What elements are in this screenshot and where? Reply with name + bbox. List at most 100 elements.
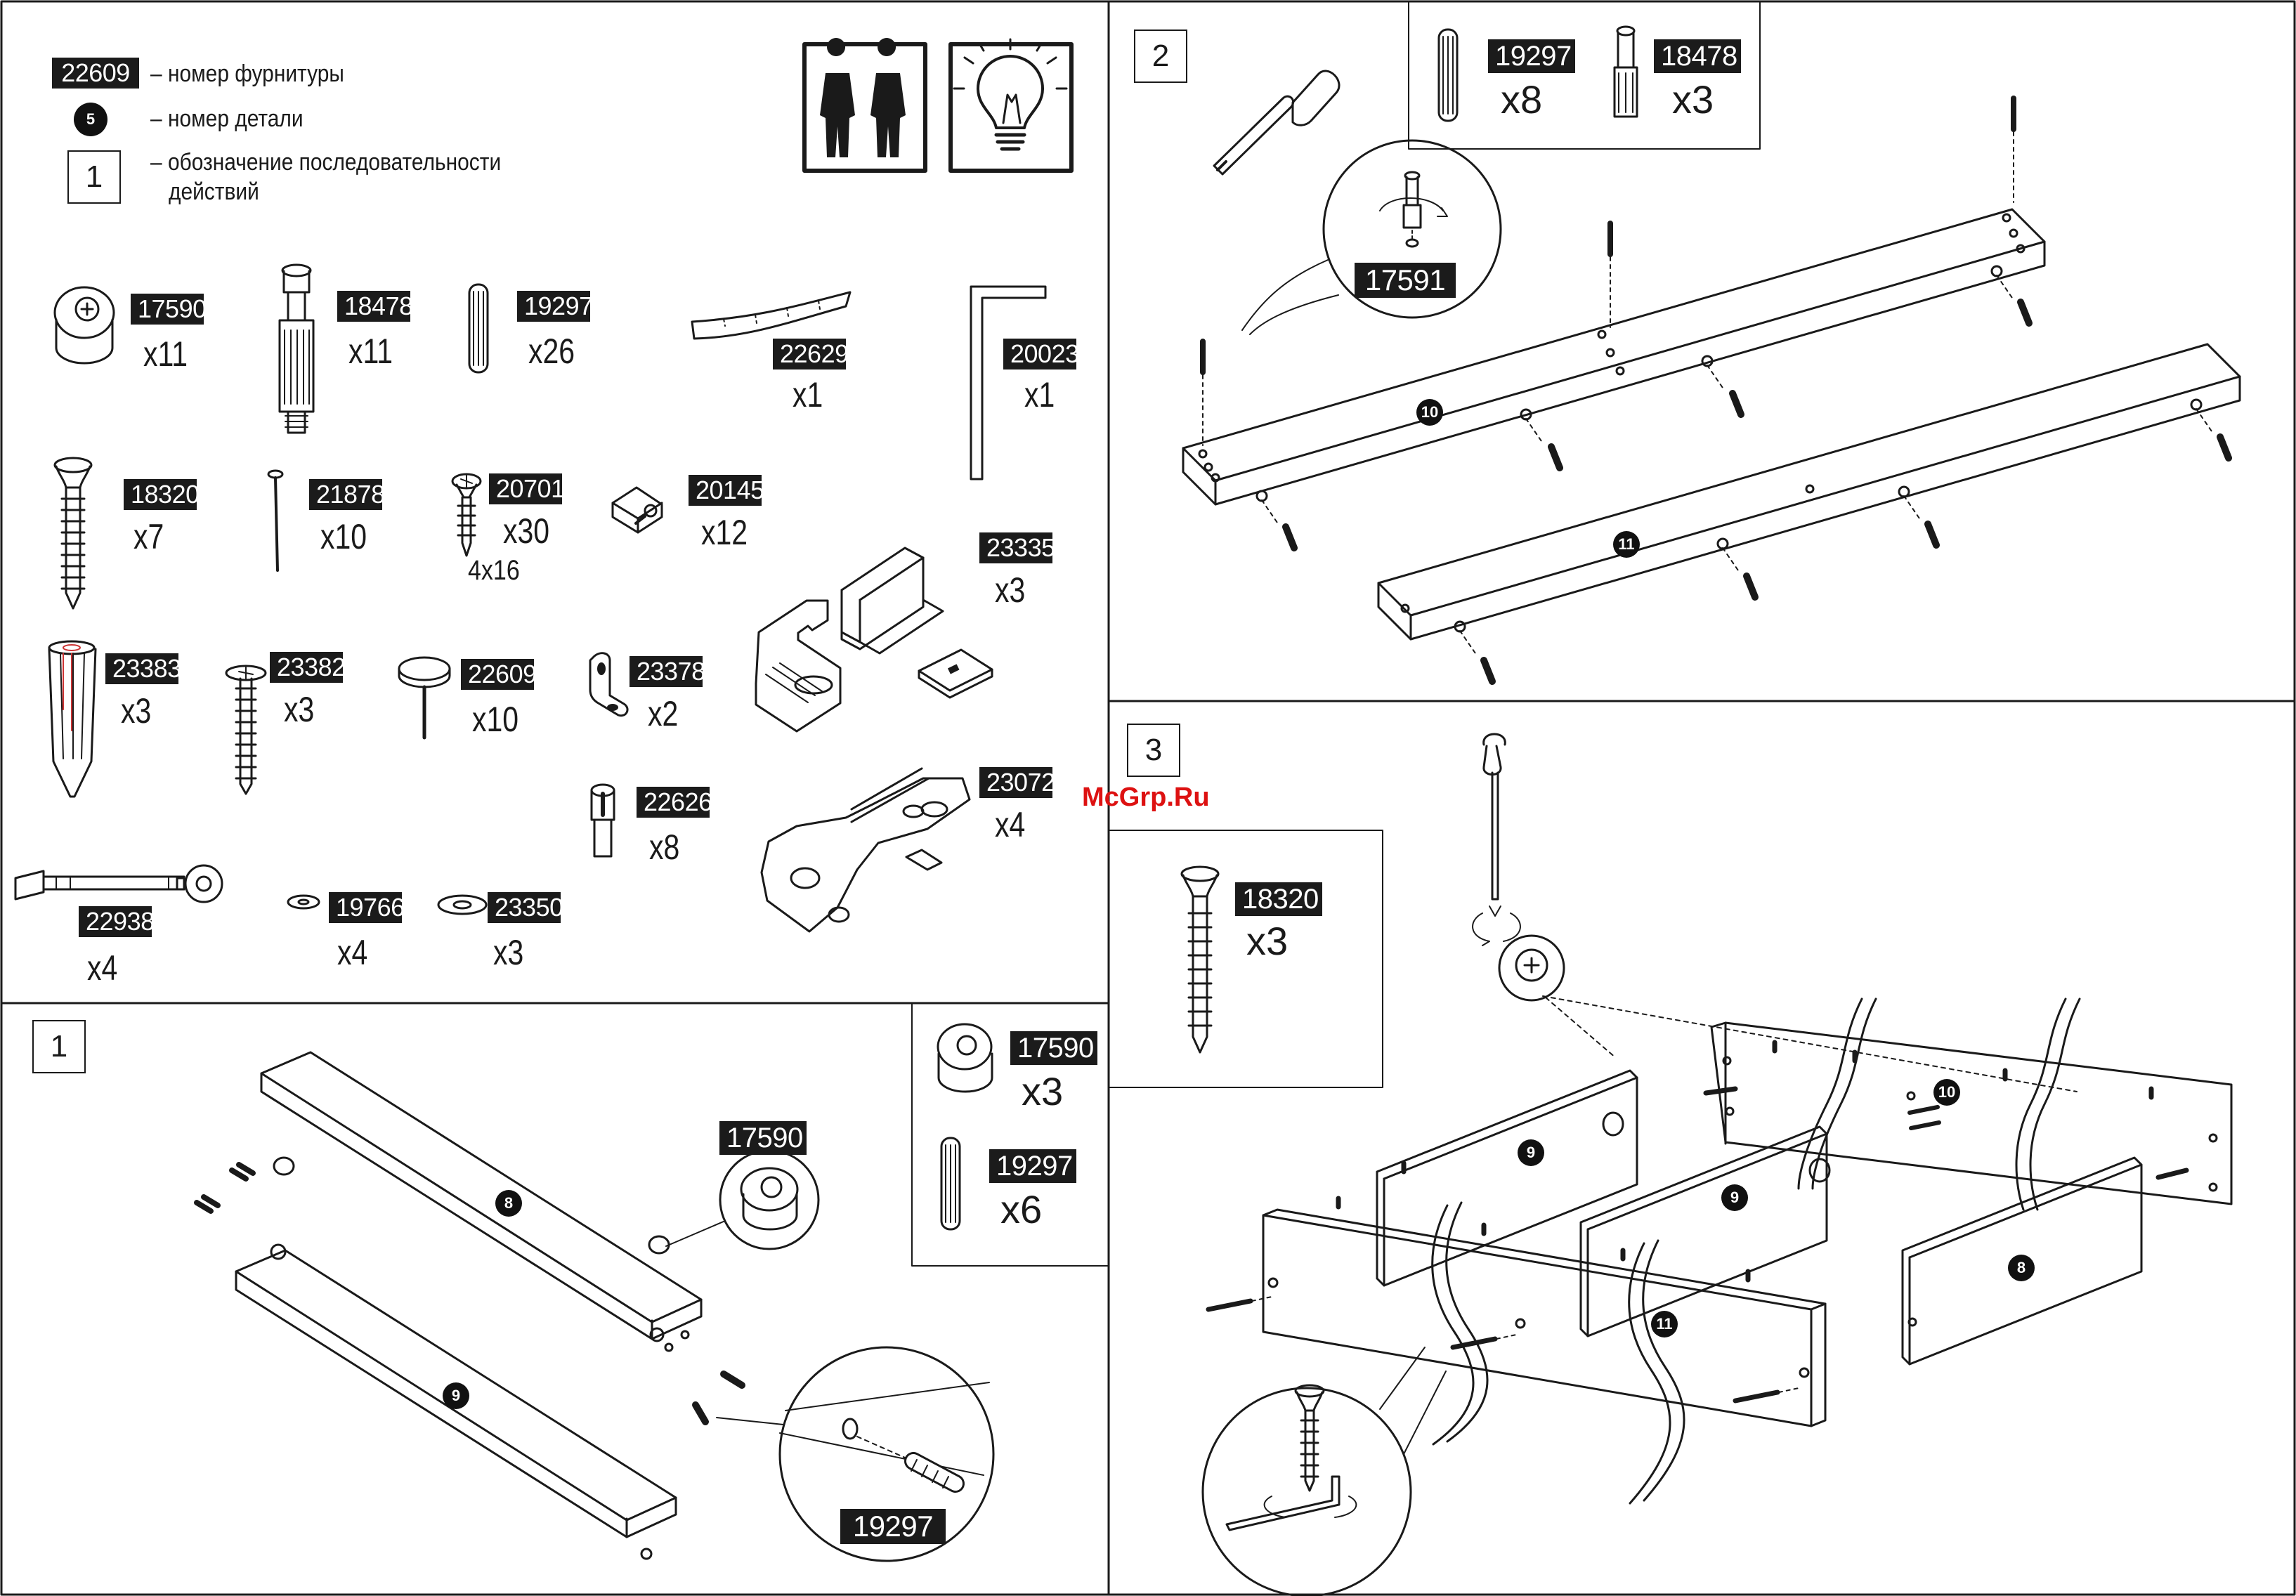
part-code: 17590 (131, 294, 207, 325)
step3-panel-9-left: 9 (1518, 1139, 1544, 1166)
part-code: 23335 (979, 532, 1055, 563)
part-qty: x1 (792, 375, 823, 414)
wall-plug-23383-icon (48, 640, 97, 798)
felt-strip-22629-icon (691, 291, 852, 340)
connector-bolt-18478-icon (278, 263, 315, 434)
legend-step-text-1: – обозначение последовательности (150, 149, 502, 176)
part-qty: x8 (649, 828, 680, 867)
step2-callout-code: 17591 (1355, 263, 1456, 298)
part-code: 20701 (489, 473, 565, 504)
light-bulb-icon (948, 38, 1074, 173)
legend-step-box: 1 (67, 150, 121, 204)
step3-box-screw-code: 18320 (1235, 882, 1322, 916)
shelf-support-22626-icon (590, 783, 615, 858)
legend-hardware-text: – номер фурнитуры (150, 60, 344, 87)
part-code: 21878 (309, 479, 385, 510)
step1-number: 1 (32, 1020, 86, 1073)
two-people-icon (802, 38, 927, 173)
part-qty: x11 (348, 332, 393, 371)
part-qty: x30 (503, 511, 550, 551)
step1-panel-9: 9 (443, 1382, 469, 1409)
cam-lock-17590-icon (53, 286, 115, 365)
step1-box-dowel-qty: x6 (1000, 1187, 1043, 1231)
part-qty: x11 (143, 334, 188, 374)
euro-screw-18320-icon (53, 457, 93, 610)
part-qty: x3 (493, 933, 524, 972)
washer-19766-icon (287, 894, 320, 910)
part-qty: x2 (648, 694, 679, 733)
step2-box-dowel-qty: x8 (1501, 77, 1543, 122)
cabinet-hinge-23072-icon (760, 767, 971, 933)
step1-box-cam-qty: x3 (1022, 1069, 1064, 1113)
step1-callout-cam-code: 17590 (719, 1121, 807, 1155)
legend-part-number: 5 (77, 106, 104, 133)
step2-number: 2 (1134, 30, 1187, 83)
part-code: 23383 (105, 653, 181, 684)
step3-panel-11: 11 (1651, 1311, 1678, 1337)
part-code: 18320 (124, 479, 200, 510)
decorative-nail-22609-icon (398, 656, 451, 740)
part-qty: x3 (284, 690, 315, 729)
shelf-bracket-20145-icon (611, 486, 663, 534)
step1-box-cam-code: 17590 (1010, 1031, 1097, 1065)
corner-bracket-23335-icon (755, 547, 993, 733)
part-qty: x7 (133, 517, 164, 556)
step2-panel-10: 10 (1416, 399, 1443, 426)
step1-drawing (194, 1002, 1109, 1562)
step2-box-bolt-qty: x3 (1672, 77, 1714, 122)
part-code: 23382 (270, 652, 346, 683)
part-qty: x4 (87, 948, 118, 988)
step2-panel-11: 11 (1613, 531, 1640, 558)
nail-21878-icon (267, 469, 284, 572)
legend-hardware-tag: 22609 (52, 58, 139, 89)
step1-dowel-icon (940, 1137, 961, 1231)
part-code: 22938 (79, 906, 155, 937)
watermark: McGrp.Ru (1082, 783, 1210, 812)
part-qty: x3 (995, 570, 1026, 610)
step3-panel-8: 8 (2008, 1255, 2035, 1281)
wood-screw-20701-icon (451, 473, 482, 557)
step3-box-screw-qty: x3 (1246, 919, 1289, 963)
part-qty: x10 (472, 700, 519, 739)
part-qty: x10 (320, 517, 367, 556)
part-code: 18478 (337, 291, 413, 322)
part-size: 4x16 (468, 555, 520, 586)
part-code: 23378 (630, 656, 705, 687)
part-qty: x26 (528, 332, 575, 371)
washer-23350-icon (437, 894, 488, 915)
part-qty: x12 (701, 513, 748, 552)
step1-callout-dowel-code: 19297 (840, 1509, 946, 1544)
legend-part-text: – номер детали (150, 105, 304, 132)
long-screw-23382-icon (225, 665, 267, 795)
part-qty: x4 (995, 805, 1026, 844)
step3-panel-10: 10 (1933, 1079, 1960, 1106)
l-bracket-23378-icon (589, 652, 629, 717)
part-qty: x1 (1024, 375, 1055, 414)
dowel-19297-icon (468, 283, 489, 374)
part-code: 19766 (329, 892, 405, 923)
part-code: 19297 (517, 291, 593, 322)
part-qty: x4 (337, 933, 368, 972)
cam-bolt-22938-icon (14, 864, 223, 903)
step1-cam-icon (937, 1023, 993, 1093)
legend-step-text-2: действий (169, 178, 259, 205)
part-code: 20145 (689, 475, 764, 506)
part-qty: x3 (121, 691, 152, 731)
step1-box-dowel-code: 19297 (989, 1149, 1076, 1183)
part-code: 22626 (637, 787, 712, 818)
part-code: 23072 (979, 767, 1055, 798)
step1-panel-8: 8 (495, 1190, 522, 1217)
step2-box-bolt-code: 18478 (1654, 39, 1741, 73)
part-code: 23350 (488, 892, 563, 923)
step3-panel-9-middle: 9 (1721, 1184, 1748, 1211)
part-code: 22609 (461, 659, 537, 690)
step3-number: 3 (1127, 724, 1180, 777)
step2-box-dowel-code: 19297 (1488, 39, 1575, 73)
step3-drawing (1108, 733, 2233, 1596)
allen-key-20023-icon (970, 285, 1047, 480)
step2-drawing (1182, 1, 2241, 685)
part-code: 20023 (1003, 339, 1079, 369)
part-code: 22629 (773, 339, 849, 369)
